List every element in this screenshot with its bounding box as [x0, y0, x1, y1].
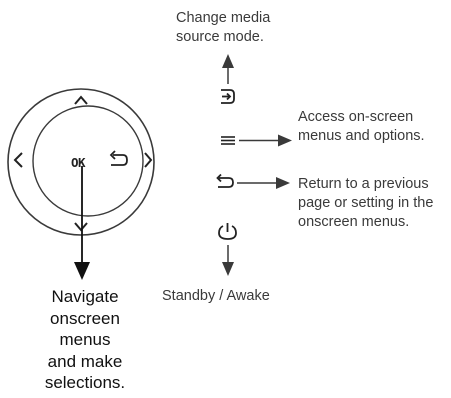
callout-line: menus [59, 330, 111, 349]
callout-line: source mode. [176, 29, 264, 45]
back-arrow [237, 177, 290, 189]
callout-line: Return to a previous [298, 176, 429, 192]
power-callout-text: Standby / Awake [162, 287, 270, 306]
menu-callout-text: Access on-screen menus and options. [298, 108, 425, 146]
back-callout-text: Return to a previous page or setting in … [298, 175, 433, 232]
callout-line: and make [47, 351, 123, 371]
source-arrow [222, 54, 234, 84]
ok-button-ring[interactable] [32, 105, 144, 217]
source-input-icon [221, 89, 235, 104]
callout-line: Standby / Awake [162, 288, 270, 304]
navigate-arrow [74, 166, 90, 280]
callout-line: Navigate [51, 287, 119, 306]
callout-line: menus and options. [298, 128, 425, 144]
menu-arrow [239, 134, 292, 147]
up-arrow-icon[interactable] [74, 95, 88, 105]
source-callout-text: Change media source mode. [176, 9, 270, 47]
navigate-callout-text: Navigate onscreen menus and make selecti… [26, 286, 144, 394]
dpad-outer-ring [7, 88, 155, 236]
callout-line: page or setting in the [298, 195, 434, 211]
callout-line: Change media [176, 10, 271, 26]
back-callout-icon [216, 173, 234, 188]
power-arrow [222, 245, 234, 276]
dpad [7, 88, 155, 236]
power-icon [218, 223, 237, 240]
callout-line: onscreen menus. [298, 214, 410, 230]
back-icon[interactable] [109, 150, 128, 166]
callout-line: onscreen [50, 308, 120, 328]
callout-line: Access on-screen [298, 109, 414, 125]
down-arrow-icon[interactable] [74, 222, 88, 232]
callout-line: selections. [44, 373, 126, 392]
left-arrow-icon[interactable] [13, 152, 23, 168]
menu-icon [221, 136, 235, 145]
right-arrow-icon[interactable] [144, 152, 153, 168]
ok-button-label[interactable]: OK [71, 155, 86, 170]
